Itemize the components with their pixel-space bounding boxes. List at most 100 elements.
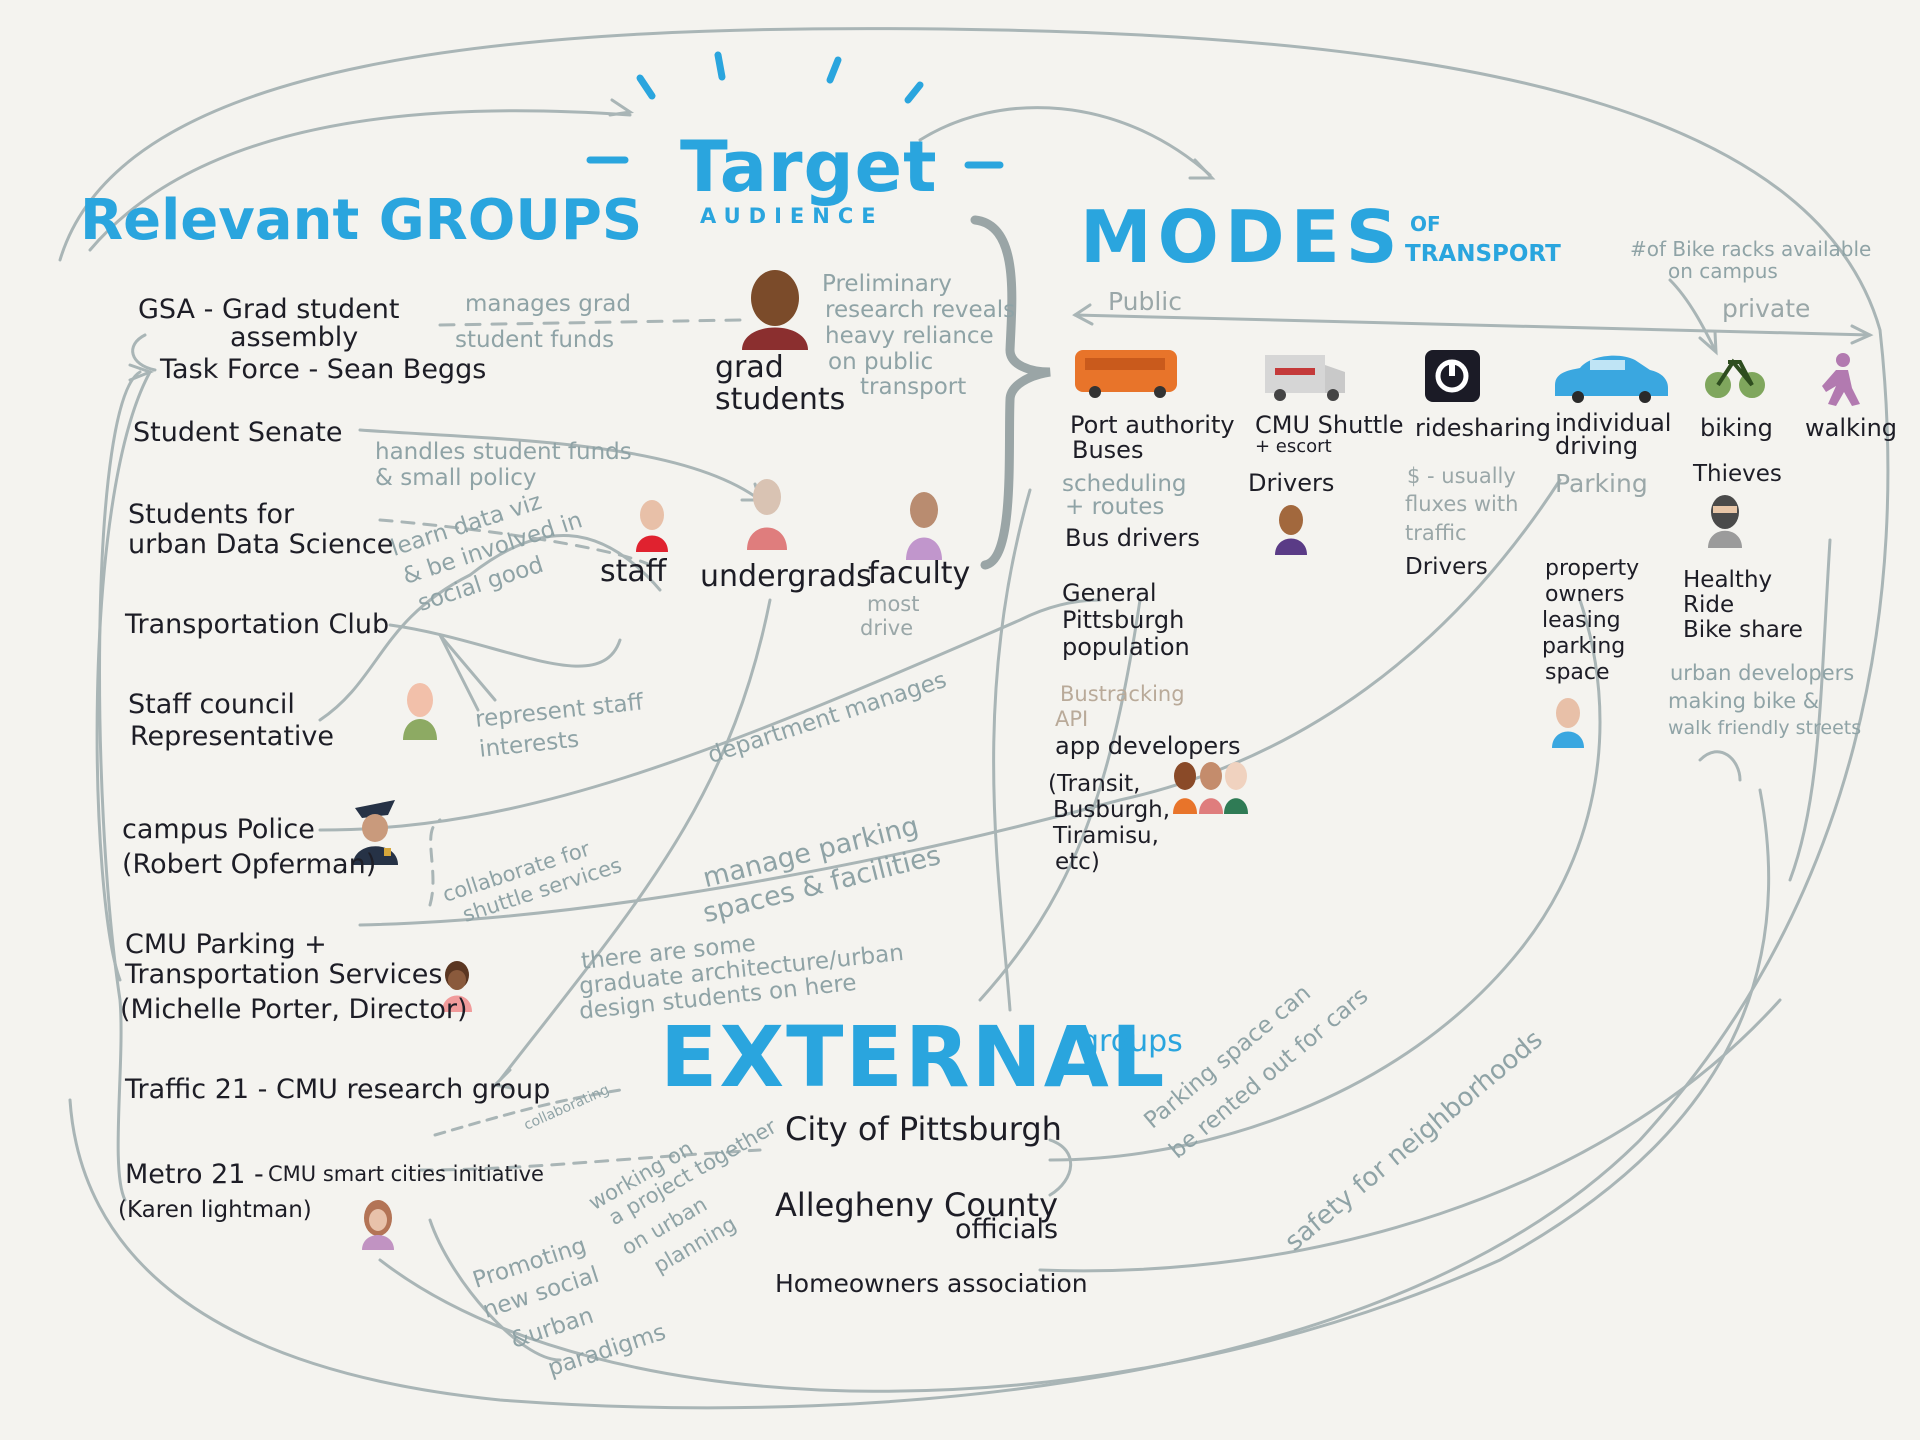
parking-director-avatar xyxy=(442,961,472,1012)
healthy-ride-label-2: Ride xyxy=(1683,592,1735,618)
rideshare-icon xyxy=(1425,350,1480,402)
bus-label-2: Buses xyxy=(1072,436,1144,464)
gsa-label-2: assembly xyxy=(230,322,359,353)
city-of-pittsburgh-label: City of Pittsburgh xyxy=(785,1110,1062,1148)
biking-label: biking xyxy=(1700,414,1773,442)
parking-services-label: CMU Parking + xyxy=(125,929,327,960)
bus-label: Port authority xyxy=(1070,411,1235,439)
staff-council-label: Staff council xyxy=(128,689,295,720)
metro21-label: Metro 21 - xyxy=(125,1159,264,1190)
app-developer-avatars xyxy=(1173,762,1248,814)
app-developers-label: app developers xyxy=(1055,732,1241,760)
shuttle-icon xyxy=(1265,355,1345,401)
public-label: Public xyxy=(1108,287,1182,316)
property-owners-label-2: owners xyxy=(1545,582,1625,607)
property-owners-label-4: parking xyxy=(1542,634,1626,659)
shuttle-label: CMU Shuttle xyxy=(1255,411,1404,439)
parking-label: Parking xyxy=(1555,469,1648,498)
staff-council-avatar xyxy=(403,683,437,740)
private-label: private xyxy=(1722,294,1811,323)
faculty-avatar xyxy=(906,492,942,560)
undergrad-avatar xyxy=(747,479,787,550)
undergrads-label: undergrads xyxy=(700,559,872,594)
manages-note: manages grad xyxy=(465,291,631,317)
most-drive-label: most xyxy=(867,592,920,616)
target-subtitle: AUDIENCE xyxy=(700,204,884,228)
bike-racks-note-2: on campus xyxy=(1668,259,1778,283)
prelim-note-4: on public xyxy=(828,349,934,375)
most-drive-label-2: drive xyxy=(860,616,914,640)
prelim-note-5: transport xyxy=(860,374,967,400)
staff-label: staff xyxy=(600,554,667,589)
general-population-label: General xyxy=(1062,579,1157,607)
thieves-label: Thieves xyxy=(1693,461,1782,487)
driving-label-2: driving xyxy=(1555,432,1639,460)
modes-title: MODES xyxy=(1080,195,1404,279)
general-population-label-3: population xyxy=(1062,633,1190,661)
external-title: EXTERNAL xyxy=(660,1008,1167,1106)
prelim-note-3: heavy reliance xyxy=(825,323,994,349)
car-icon xyxy=(1555,355,1668,403)
bike-racks-note: #of Bike racks available xyxy=(1630,237,1872,261)
grad-student-avatar xyxy=(742,270,808,350)
app-developers-list: (Transit, xyxy=(1048,771,1141,797)
gsa-label: GSA - Grad student xyxy=(138,294,400,325)
allegheny-county-label: Allegheny County xyxy=(775,1186,1058,1224)
property-owners-label-5: space xyxy=(1545,660,1610,685)
student-senate-label: Student Senate xyxy=(133,417,343,448)
surge-note: $ - usually xyxy=(1407,464,1516,488)
property-owners-label-3: leasing xyxy=(1542,608,1621,633)
modes-subtitle-transport: TRANSPORT xyxy=(1405,241,1561,267)
scheduling-note: scheduling xyxy=(1062,471,1187,497)
thief-avatar xyxy=(1708,495,1742,548)
suds-label: Students for xyxy=(128,499,295,530)
metro21-initiative: CMU smart cities initiative xyxy=(268,1162,544,1186)
campus-police-label: campus Police xyxy=(122,814,315,845)
app-developers-list-2: Busburgh, xyxy=(1053,797,1171,823)
general-population-label-2: Pittsburgh xyxy=(1062,606,1185,634)
relevant-groups-title: Relevant GROUPS xyxy=(80,188,643,253)
police-avatar xyxy=(353,800,398,865)
homeowners-label: Homeowners association xyxy=(775,1269,1088,1298)
campus-police-name: (Robert Opferman) xyxy=(122,849,377,880)
property-owners-label: property xyxy=(1545,556,1640,581)
suds-label-2: urban Data Science xyxy=(128,529,394,560)
transportation-club-label: Transportation Club xyxy=(125,609,390,640)
urban-dev-note-3: walk friendly streets xyxy=(1668,717,1862,739)
metro21-contact: (Karen lightman) xyxy=(118,1197,312,1223)
app-developers-list-3: Tiramisu, xyxy=(1053,823,1159,849)
parking-services-label-2: Transportation Services xyxy=(125,959,443,990)
handles-note-2: & small policy xyxy=(375,465,537,491)
urban-dev-note-2: making bike & xyxy=(1668,689,1820,713)
target-title: Target xyxy=(680,126,938,208)
scheduling-note-2: + routes xyxy=(1065,494,1165,520)
healthy-ride-label: Healthy xyxy=(1683,567,1773,593)
driving-label: individual xyxy=(1555,409,1672,437)
prelim-note-2: research reveals xyxy=(825,297,1016,323)
walking-icon xyxy=(1822,353,1860,406)
surge-note-2: fluxes with xyxy=(1405,492,1519,516)
staff-council-label-2: Representative xyxy=(130,721,335,752)
parking-services-director: (Michelle Porter, Director) xyxy=(120,994,468,1025)
bus-drivers-label: Bus drivers xyxy=(1065,524,1200,552)
prelim-note-1: Preliminary xyxy=(822,271,952,297)
rideshare-label: ridesharing xyxy=(1415,414,1551,442)
bustracking-note: Bustracking xyxy=(1060,682,1185,706)
allegheny-county-label-2: officials xyxy=(955,1214,1059,1245)
bike-icon xyxy=(1705,358,1765,398)
rideshare-drivers-label: Drivers xyxy=(1405,554,1488,580)
faculty-label: faculty xyxy=(868,556,971,591)
urban-dev-note: urban developers xyxy=(1670,661,1855,685)
property-owner-avatar xyxy=(1552,698,1584,748)
handles-note: handles student funds xyxy=(375,439,632,465)
modes-subtitle-of: OF xyxy=(1410,212,1441,236)
external-subtitle: groups xyxy=(1080,1024,1183,1059)
app-developers-list-4: etc) xyxy=(1055,849,1100,875)
staff-avatar xyxy=(636,500,668,552)
shuttle-drivers-label: Drivers xyxy=(1248,469,1335,497)
task-force-label: Task Force - Sean Beggs xyxy=(160,354,487,385)
traffic21-label: Traffic 21 - CMU research group xyxy=(125,1074,551,1105)
bustracking-note-2: API xyxy=(1055,707,1089,731)
shuttle-driver-avatar xyxy=(1275,505,1307,555)
